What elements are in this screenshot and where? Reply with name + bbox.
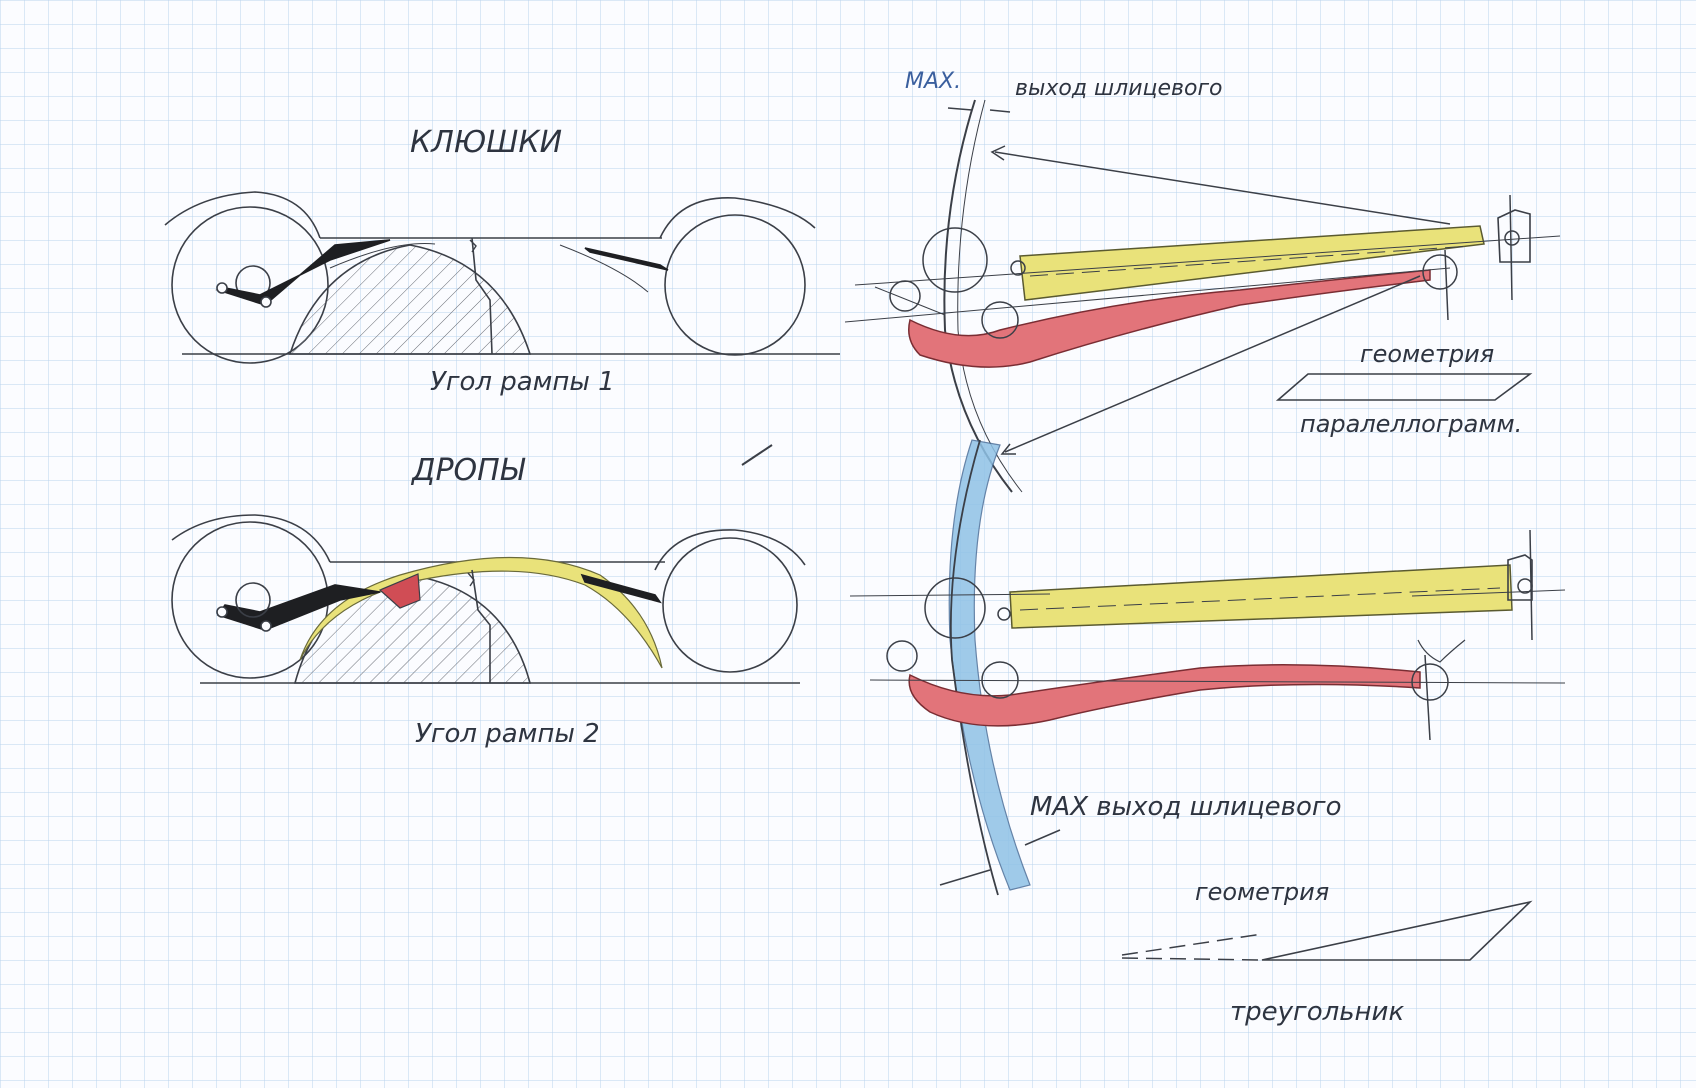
front-stay-black-1 (584, 247, 669, 271)
label-klyushki: КЛЮШКИ (410, 125, 562, 160)
label-ugol-rampy-2: Угол рампы 2 (415, 719, 600, 749)
rear-hub-2 (235, 582, 271, 618)
front-fender-1 (659, 197, 816, 239)
rear-fender-1 (164, 191, 321, 239)
dropy-drawing (171, 514, 806, 684)
klyushki-drawing (164, 191, 840, 364)
front-wheel-2 (662, 537, 798, 673)
front-fender-2 (654, 529, 806, 571)
front-stay-black-2 (580, 573, 662, 604)
spindle-circle-1 (922, 227, 988, 293)
ramp-angle-arrow-1 (471, 237, 493, 355)
label-ugol-rampy-1: Угол рампы 1 (430, 367, 615, 397)
ramp-angle-arrow-2 (471, 569, 491, 683)
ramp-hatch-1 (288, 244, 532, 355)
lower-link-red (908, 269, 1431, 368)
spline-bottom (949, 439, 999, 896)
rear-fender-2 (171, 514, 331, 563)
chainstay-black-1 (215, 239, 391, 306)
upper-link-yellow (1019, 225, 1485, 301)
arrow-to-spline-2 (1004, 275, 1421, 453)
label-parallelogramm: паралеллограмм. (1300, 410, 1522, 438)
pivot-circle-1 (1422, 254, 1458, 290)
spline-blue-fill (948, 439, 1031, 891)
label-vykhod-top: выход шлицевого (1015, 76, 1222, 101)
parallelogram-icon (1275, 373, 1533, 401)
spindle-circle-2 (924, 577, 986, 639)
triangle-drawing (849, 439, 1566, 961)
upper-link-yellow-2 (1009, 564, 1513, 629)
chainstay-black-2 (216, 584, 381, 631)
label-max-top: MAX. (905, 69, 961, 94)
lower-link-red-2 (908, 664, 1421, 727)
parallelogram-drawing (844, 99, 1561, 493)
label-geometriya-2: геометрия (1195, 878, 1329, 906)
arrow-to-spline-1 (994, 151, 1451, 225)
rear-wheel-1 (171, 206, 329, 364)
triangle-icon (1261, 900, 1533, 961)
front-wheel-1 (664, 214, 806, 356)
mount-bottom (1507, 554, 1533, 601)
label-treugolnik: треугольник (1230, 997, 1404, 1027)
label-dropy: ДРОПЫ (410, 453, 526, 488)
label-max-bottom: MAX выход шлицевого (1030, 792, 1341, 822)
label-geometriya-1: геометрия (1360, 340, 1494, 368)
drop-red-piece (378, 573, 421, 609)
